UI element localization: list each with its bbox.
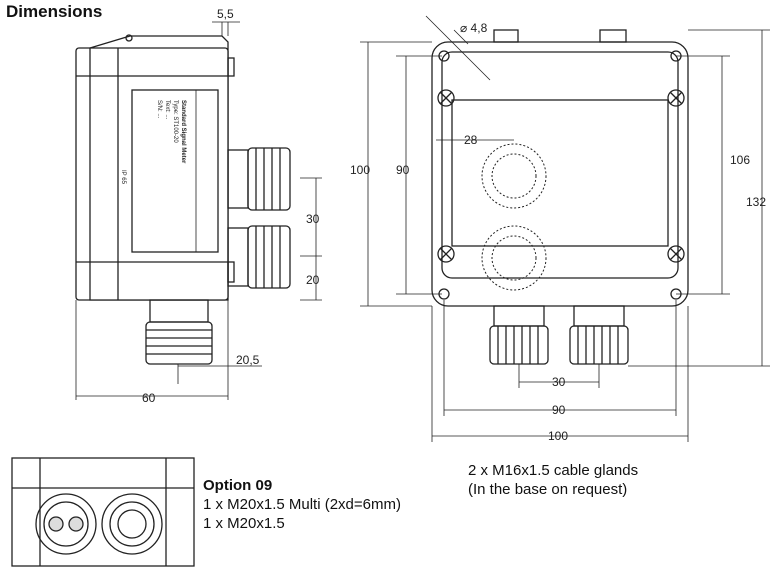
dim-hole-diameter: ⌀ 4,8 [460,21,488,35]
dim-side-gland-spacing: 30 [306,212,320,226]
svg-text:Type: ST100-20: Type: ST100-20 [172,100,178,143]
multi-seal-gland-icon [35,493,97,555]
dim-front-height-90: 90 [396,163,410,177]
front-cable-gland-right [569,305,629,365]
dim-side-width: 60 [142,391,156,405]
front-cable-gland-left [489,305,549,365]
dim-front-height-132: 132 [746,195,766,209]
dim-side-gland-offset: 20 [306,273,320,287]
dim-side-bottom-gland: 20,5 [236,353,260,367]
page-title: Dimensions [6,2,103,21]
front-view [431,29,689,365]
side-cable-gland-lower [227,225,291,289]
option-heading: Option 09 [203,477,273,494]
svg-text:S/N: ...: S/N: ... [156,100,162,119]
dim-front-width-100: 100 [548,429,568,443]
front-window [451,99,669,247]
dim-front-gland-spacing: 30 [552,375,566,389]
svg-text:Text: ...: Text: ... [164,100,170,120]
device-label-plate [131,89,219,253]
dim-side-top-offset: 5,5 [217,7,234,21]
option-line-2: 1 x M20x1.5 [203,515,285,532]
option-line-1: 1 x M20x1.5 Multi (2xd=6mm) [203,496,401,513]
option-09-note: Option 09 1 x M20x1.5 Multi (2xd=6mm) 1 … [203,476,401,533]
side-cable-gland-bottom [145,299,213,365]
rating-text: IP 65 [120,170,126,185]
cable-glands-note: 2 x M16x1.5 cable glands (In the base on… [468,461,638,499]
cable-glands-subline: (In the base on request) [468,481,628,498]
lid-screw [437,89,685,263]
side-cable-gland-upper [227,147,291,211]
dim-front-height-100: 100 [350,163,370,177]
dim-front-inner-28: 28 [464,133,478,147]
svg-text:Standard Signal Meter: Standard Signal Meter [180,100,186,164]
option-view [11,457,195,567]
dim-front-width-90: 90 [552,403,566,417]
side-view [75,34,291,365]
single-gland-icon [101,493,163,555]
dim-front-height-106: 106 [730,153,750,167]
label-plate-text: Standard Signal Meter Type: ST100-20 Tex… [156,100,186,164]
enclosure-front-body [431,41,689,307]
cable-glands-line: 2 x M16x1.5 cable glands [468,462,639,479]
